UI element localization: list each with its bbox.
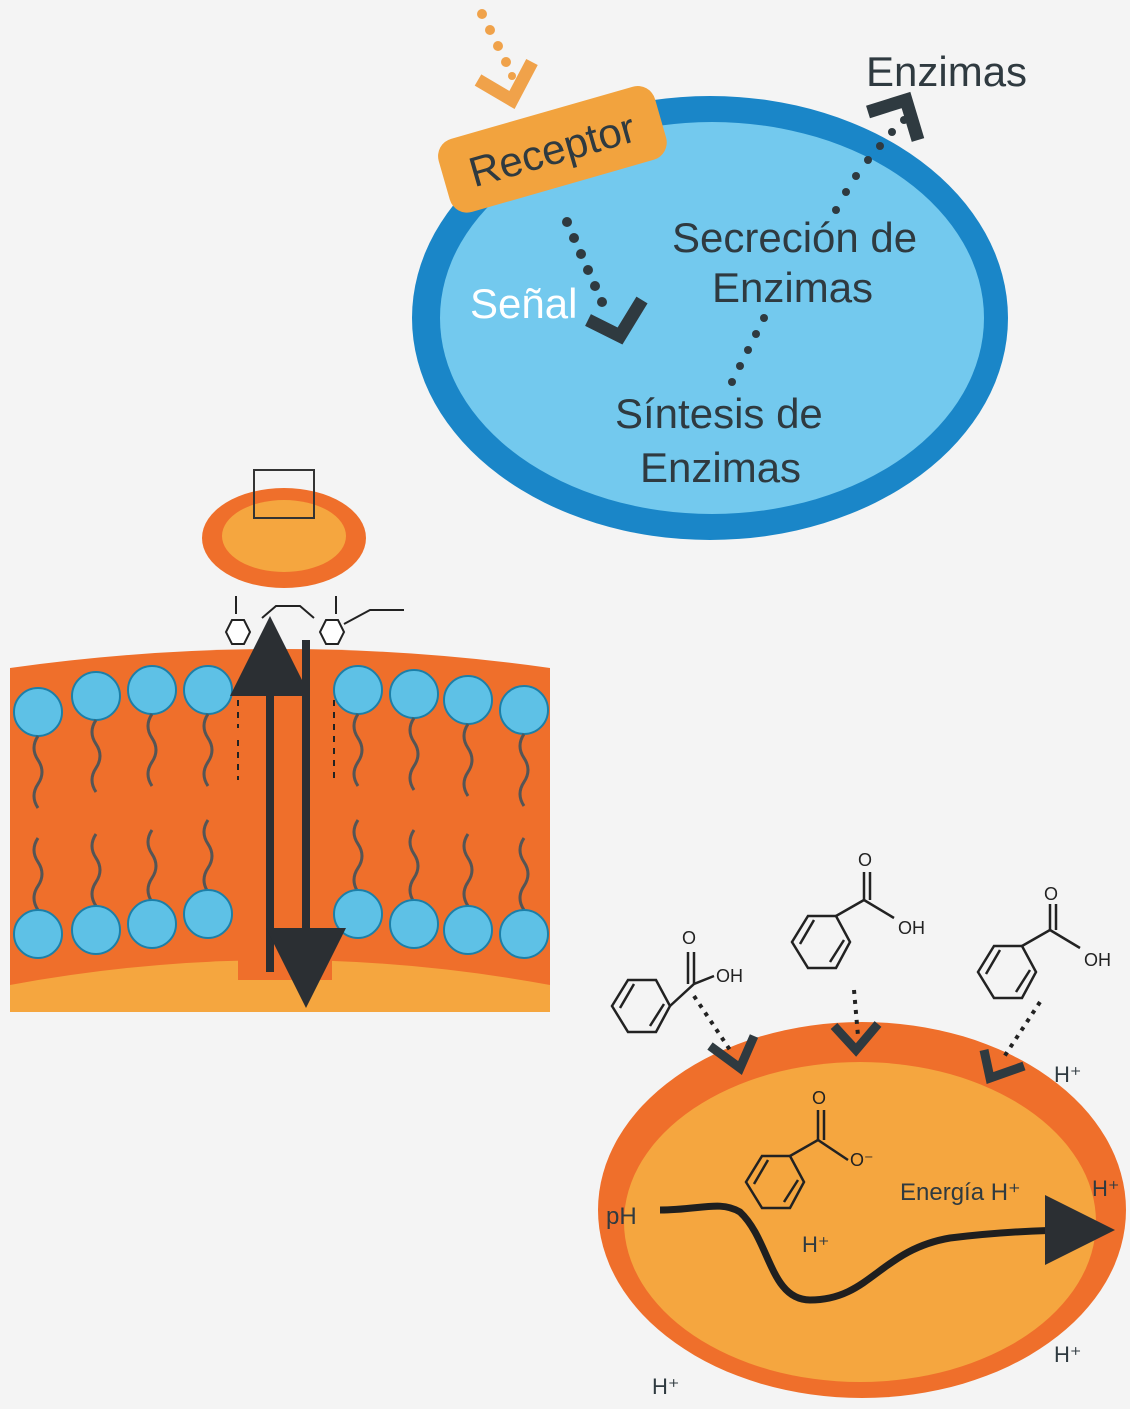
secretion-label-1: Secreción de: [672, 214, 917, 261]
bottom-cell: O OH O OH O OH: [598, 850, 1126, 1399]
benzoic-acid-molecule-icon: [610, 952, 715, 1034]
channel-molecules: [224, 619, 346, 645]
signal-label: Señal: [470, 280, 577, 327]
energy-label: Energía H⁺: [900, 1179, 1021, 1206]
molecule-1-oh: OH: [716, 966, 743, 986]
lipid-tails-top: [32, 713, 530, 809]
dotted-arrow-icon: [477, 9, 516, 80]
entry-dotted-lines: [692, 989, 1042, 1062]
molecule-3-oh: OH: [1084, 950, 1111, 970]
benzoate-ion-molecule-icon: [744, 1110, 849, 1210]
inner-o-minus: O⁻: [850, 1150, 874, 1170]
lipid-heads-top: [13, 665, 549, 737]
lipid-tails-bottom: [32, 819, 530, 911]
molecule-1-o: O: [682, 928, 696, 948]
secretion-dotted-path: [832, 116, 908, 214]
chevron-arrow-icon: [474, 58, 538, 110]
molecule-2-o: O: [858, 850, 872, 870]
inner-o: O: [812, 1088, 826, 1108]
vesicle-inner: [222, 500, 346, 572]
benzoic-acid-molecule-icon: [976, 904, 1081, 1000]
enzymes-out-chevron-icon: [866, 91, 925, 142]
ph-label: pH: [606, 1203, 637, 1230]
synthesis-dotted-path: [728, 314, 768, 386]
channel-gap: [238, 650, 332, 980]
ph-curve: [659, 1195, 1115, 1304]
selection-box: [253, 469, 315, 519]
signal-dotted-arrow: [562, 217, 607, 307]
secretion-label-2: Enzimas: [712, 264, 873, 311]
entry-chevrons: [707, 1021, 1026, 1084]
molecule-2-oh: OH: [898, 918, 925, 938]
synthesis-label-2: Enzimas: [640, 444, 801, 491]
h-inner: H⁺: [802, 1232, 830, 1257]
membrane-section: [10, 469, 550, 1012]
channel-molecule-lines: [235, 596, 404, 780]
molecule-3-o: O: [1044, 884, 1058, 904]
h-left-bottom: H⁺: [652, 1374, 680, 1399]
top-cell: Receptor Señal Secreción de Enzimas Sínt…: [412, 9, 1027, 540]
synthesis-label-1: Síntesis de: [615, 390, 823, 437]
h-right-top: H⁺: [1054, 1062, 1082, 1087]
cell-cytoplasm: [440, 122, 984, 514]
h-right-mid: H⁺: [1092, 1176, 1120, 1201]
signal-chevron-icon: [585, 296, 648, 345]
bottom-cell-interior: [624, 1062, 1096, 1382]
lipid-heads-bottom: [13, 889, 549, 959]
enzymes-out-label: Enzimas: [866, 48, 1027, 95]
benzoic-acid-molecule-icon: [790, 872, 895, 970]
h-right-bottom: H⁺: [1054, 1342, 1082, 1367]
